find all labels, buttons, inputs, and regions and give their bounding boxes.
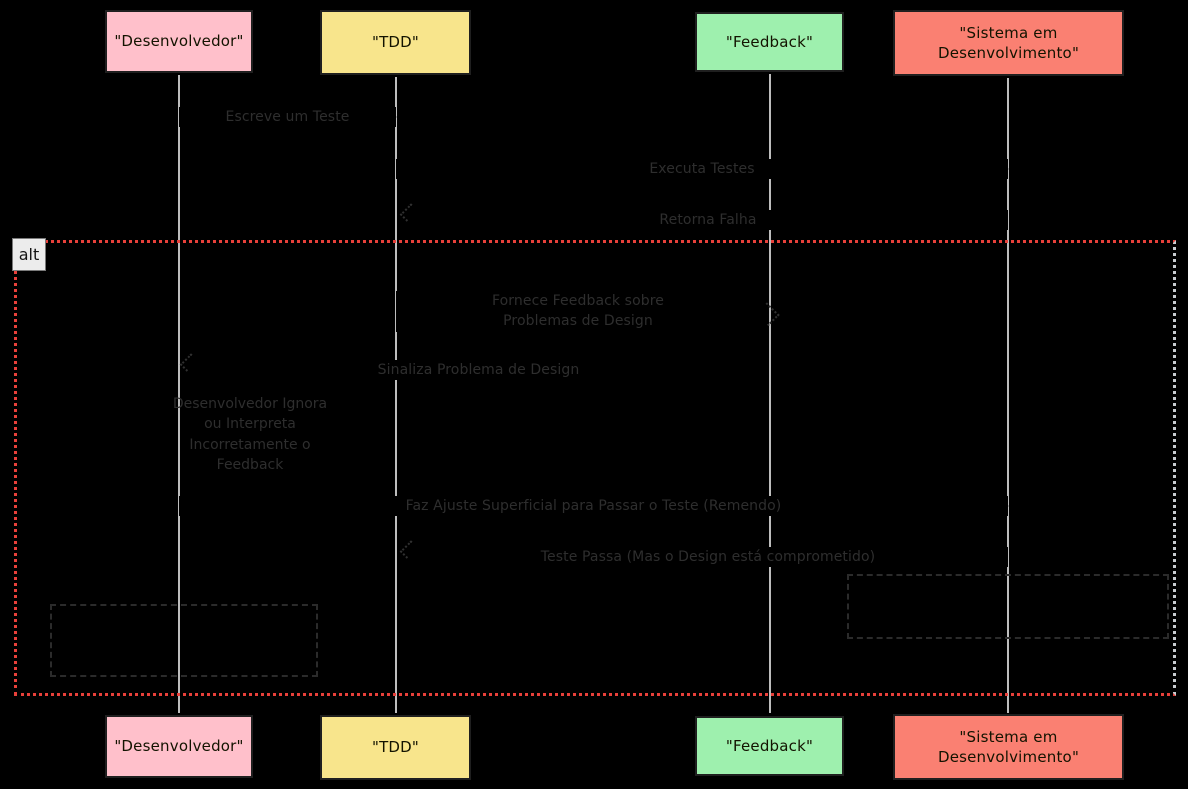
participant-label: "Desenvolvedor" [114, 32, 244, 51]
lifeline-sistema-em-desenvolvimento [1007, 76, 1009, 713]
participant-label: "TDD" [371, 33, 420, 52]
message-label: Teste Passa (Mas o Design está compromet… [408, 547, 1008, 568]
lifeline-feedback [769, 73, 771, 713]
participant-label: "Feedback" [725, 736, 814, 755]
participant-label: "Feedback" [725, 32, 814, 51]
lifeline-desenvolvedor [178, 73, 180, 713]
message-label: Fornece Feedback sobre Problemas de Desi… [396, 291, 760, 332]
note-box-sistema-em-desenvolvimento [847, 574, 1169, 639]
message-label: Sinaliza Problema de Design [188, 360, 769, 381]
participant-box-top-tdd[interactable]: "TDD" [320, 10, 471, 75]
participant-label: "TDD" [371, 738, 420, 757]
participant-box-bottom-feedback[interactable]: "Feedback" [695, 716, 844, 776]
participant-box-top-sistema-em-desenvolvimento[interactable]: "Sistema em Desenvolvimento" [893, 10, 1124, 76]
note-desenvolvedor-ignora: Desenvolvedor Ignora ou Interpreta Incor… [172, 396, 328, 473]
participant-label: "Sistema em Desenvolvimento" [937, 727, 1080, 766]
participant-label: "Sistema em Desenvolvimento" [937, 23, 1080, 62]
participant-label: "Desenvolvedor" [114, 737, 244, 756]
message-label: Escreve um Teste [179, 107, 396, 128]
participant-box-top-desenvolvedor[interactable]: "Desenvolvedor" [105, 10, 253, 73]
message-label: Executa Testes [396, 159, 1008, 180]
participant-box-bottom-desenvolvedor[interactable]: "Desenvolvedor" [105, 715, 253, 778]
lifeline-tdd [395, 76, 397, 713]
alt-fragment [14, 240, 1176, 696]
note-box-desenvolvedor [50, 604, 318, 677]
alt-fragment-tag: alt [12, 238, 46, 271]
participant-box-bottom-sistema-em-desenvolvimento[interactable]: "Sistema em Desenvolvimento" [893, 714, 1124, 780]
alt-fragment-tag-label: alt [18, 245, 40, 264]
participant-box-bottom-tdd[interactable]: "TDD" [320, 715, 471, 780]
message-label: Faz Ajuste Superficial para Passar o Tes… [179, 496, 1008, 517]
participant-box-top-feedback[interactable]: "Feedback" [695, 12, 844, 72]
message-label: Retorna Falha [408, 210, 1008, 231]
